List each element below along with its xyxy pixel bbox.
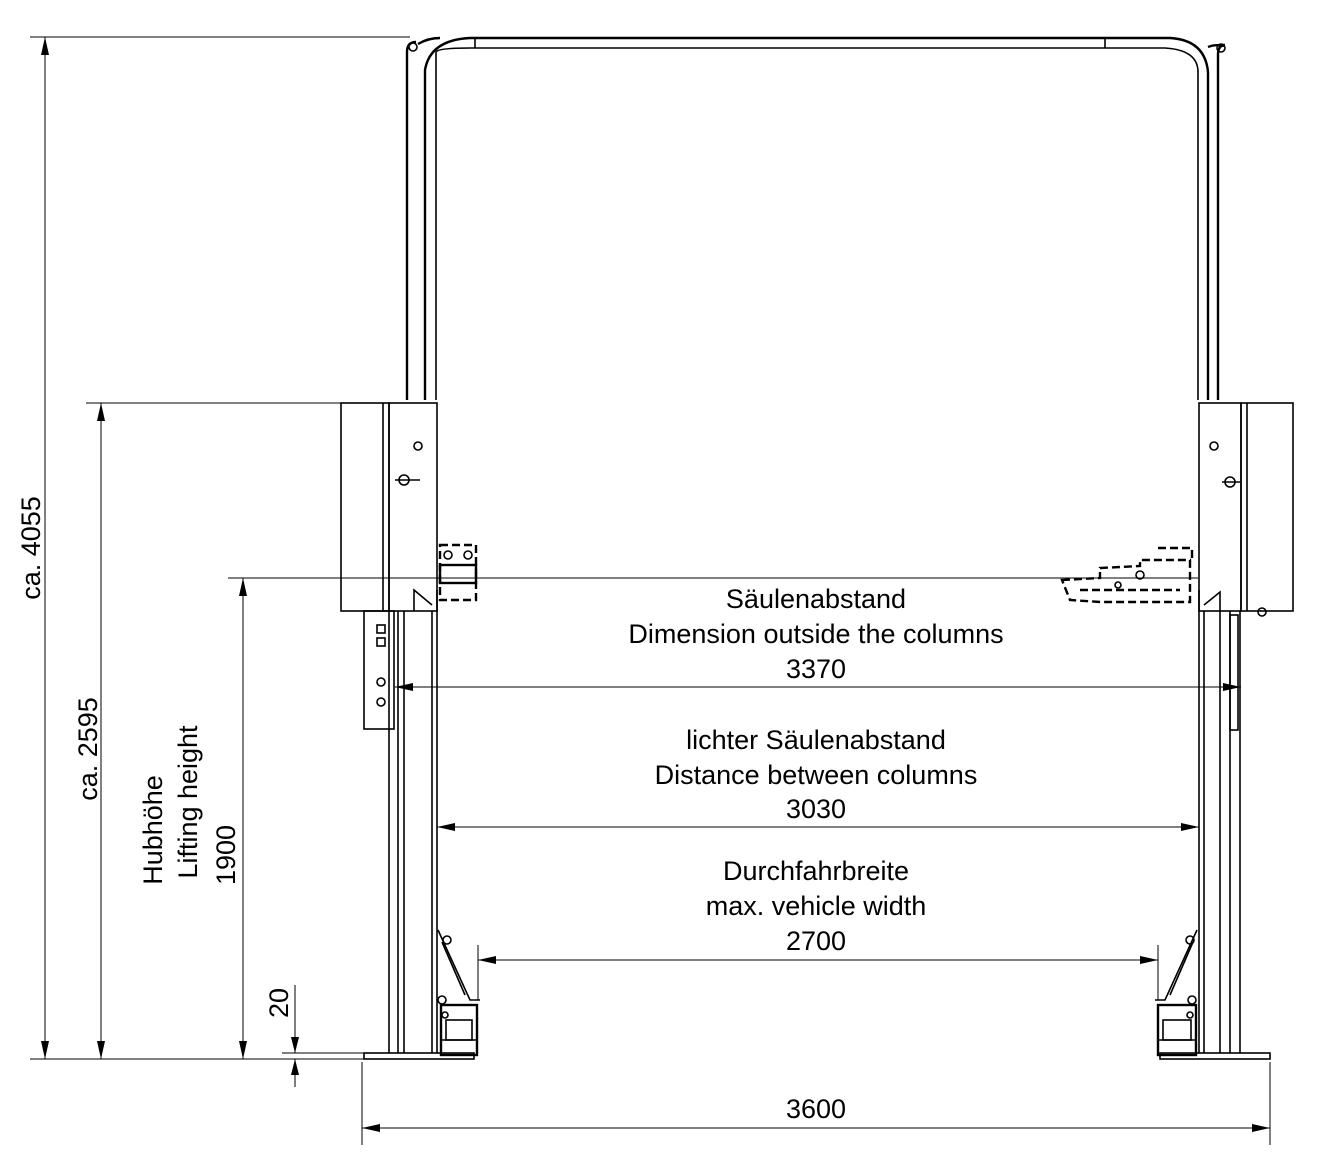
min-height-dimension: 20: [264, 985, 364, 1087]
left-column: [340, 402, 480, 1060]
column-inside-label-en: Distance between columns: [655, 760, 978, 790]
right-column: [1060, 402, 1294, 1060]
lifting-height-value: 1900: [211, 825, 241, 885]
column-inside-dimension: lichter Säulenabstand Distance between c…: [437, 725, 1199, 831]
base-width-dimension: 3600: [361, 1062, 1271, 1145]
base-width-value: 3600: [786, 1094, 846, 1124]
column-outside-label-de: Säulenabstand: [726, 584, 906, 614]
total-height-label: ca. 4055: [16, 496, 46, 600]
column-outside-label-en: Dimension outside the columns: [628, 619, 1003, 649]
drive-through-value: 2700: [786, 926, 846, 956]
min-height-label: 20: [264, 988, 294, 1018]
overhead-bar: [405, 36, 1226, 400]
column-inside-label-de: lichter Säulenabstand: [686, 725, 946, 755]
column-inside-value: 3030: [786, 794, 846, 824]
lifting-height-label-de: Hubhöhe: [138, 775, 168, 885]
drive-through-label-de: Durchfahrbreite: [723, 856, 909, 886]
column-height-dimension: ca. 2595: [73, 402, 341, 1059]
total-height-dimension: ca. 4055: [16, 36, 410, 1060]
lift-structure: [340, 36, 1294, 1060]
drive-through-label-en: max. vehicle width: [706, 891, 927, 921]
lifting-height-label-en: Lifting height: [173, 725, 203, 879]
lifting-height-dimension: Hubhöhe Lifting height 1900: [138, 577, 1198, 1059]
drive-through-dimension: Durchfahrbreite max. vehicle width 2700: [477, 856, 1159, 1000]
column-outside-value: 3370: [786, 654, 846, 684]
column-height-label: ca. 2595: [73, 697, 103, 801]
column-outside-dimension: Säulenabstand Dimension outside the colu…: [395, 584, 1241, 691]
